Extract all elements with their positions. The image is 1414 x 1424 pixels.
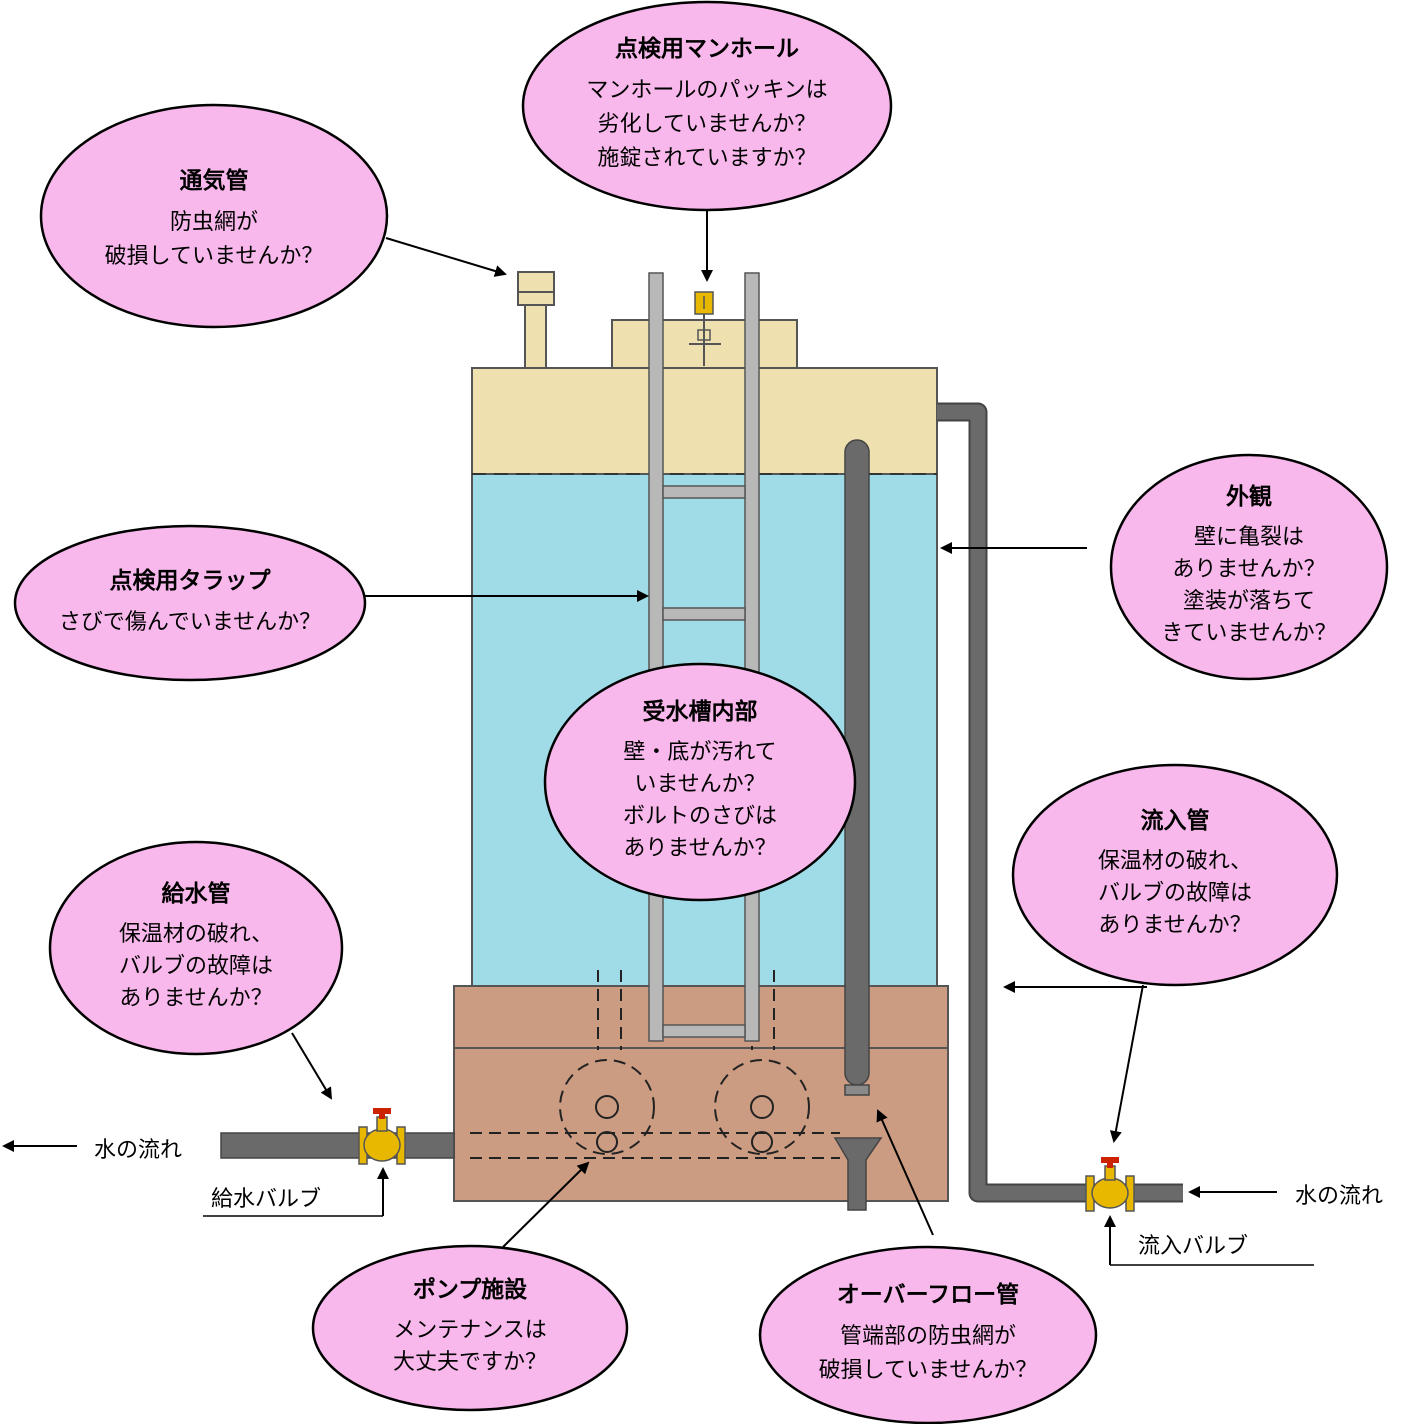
base-upper bbox=[453, 985, 949, 1049]
interior-bubble bbox=[543, 662, 857, 902]
vent-cap bbox=[517, 271, 555, 306]
inflow-title: 流入管 bbox=[1140, 808, 1210, 835]
overflow-line-1: 管端部の防虫網が bbox=[839, 1323, 1016, 1349]
overflow-text: 管端部の防虫網が 破損していませんか？ bbox=[819, 1320, 1038, 1388]
interior-line-2: いませんか？ bbox=[634, 771, 766, 797]
vent-title: 通気管 bbox=[179, 168, 249, 195]
inflow-line-3: ありませんか？ bbox=[1098, 912, 1252, 938]
interior-line-3: ボルトのさびは bbox=[622, 803, 777, 829]
vent-text: 防虫網が 破損していませんか？ bbox=[105, 206, 324, 274]
pump-line-2: 大丈夫ですか？ bbox=[392, 1349, 547, 1375]
interior-line-1: 壁・底が汚れて bbox=[623, 740, 777, 766]
supply-valve-label: 給水バルブ bbox=[211, 1187, 322, 1212]
supply-title: 給水管 bbox=[161, 881, 231, 908]
interior-line-4: ありませんか？ bbox=[623, 835, 777, 861]
inflow-callout: 流入管 保温材の破れ、 バルブの故障は ありませんか？ bbox=[1013, 765, 1337, 985]
overflow-line-2: 破損していませんか？ bbox=[818, 1357, 1038, 1383]
exterior-callout: 外観 壁に亀裂は ありませんか？ 塗装が落ちて きていませんか？ bbox=[1111, 455, 1387, 679]
inflow-pipe bbox=[937, 402, 1183, 1203]
ladder-title: 点検用タラップ bbox=[109, 568, 271, 595]
flow-label-right: 水の流れ bbox=[1295, 1184, 1384, 1209]
manhole-line-2: 劣化していませんか？ bbox=[597, 111, 817, 137]
inflow-line-2: バルブの故障は bbox=[1097, 880, 1252, 906]
interior-text: 壁・底が汚れて いませんか？ ボルトのさびは ありませんか？ bbox=[623, 737, 777, 865]
vent-callout: 通気管 防虫網が 破損していませんか？ bbox=[41, 110, 387, 332]
overflow-title: オーバーフロー管 bbox=[836, 1282, 1020, 1309]
exterior-line-1: 壁に亀裂は bbox=[1193, 525, 1304, 551]
inflow-text: 保温材の破れ、 バルブの故障は ありませんか？ bbox=[1098, 846, 1252, 942]
supply-text: 保温材の破れ、 バルブの故障は ありませんか？ bbox=[119, 919, 273, 1015]
inflow-valve-label: 流入バルブ bbox=[1138, 1234, 1249, 1259]
inflow-line-1: 保温材の破れ、 bbox=[1097, 848, 1253, 874]
vent-bubble bbox=[39, 103, 389, 329]
supply-line-2: バルブの故障は bbox=[118, 953, 273, 979]
inflow-bubble bbox=[1011, 763, 1339, 987]
supply-pipe bbox=[220, 1132, 455, 1159]
tank-base bbox=[453, 970, 949, 1202]
exterior-line-4: きていませんか？ bbox=[1161, 620, 1337, 646]
supply-valve bbox=[358, 1108, 406, 1165]
exterior-title: 外観 bbox=[1226, 484, 1272, 511]
pump-callout: ポンプ施設 メンテナンスは 大丈夫ですか？ bbox=[313, 1246, 627, 1410]
overflow-callout: オーバーフロー管 管端部の防虫網が 破損していませんか？ bbox=[760, 1247, 1096, 1423]
interior-title: 受水槽内部 bbox=[642, 699, 758, 726]
overflow-pipe bbox=[833, 439, 883, 1211]
exterior-line-3: 塗装が落ちて bbox=[1182, 588, 1315, 614]
vent-pipe bbox=[524, 302, 547, 369]
manhole-callout: 点検用マンホール マンホールのパッキンは 劣化していませんか？ 施錠されています… bbox=[523, 2, 891, 210]
pump-text: メンテナンスは 大丈夫ですか？ bbox=[393, 1315, 547, 1379]
pump-impellers bbox=[595, 1095, 774, 1153]
exterior-line-2: ありませんか？ bbox=[1172, 556, 1326, 582]
interior-callout: 受水槽内部 壁・底が汚れて いませんか？ ボルトのさびは ありませんか？ bbox=[545, 664, 855, 900]
manhole-line-1: マンホールのパッキンは bbox=[586, 77, 828, 103]
supply-bubble bbox=[48, 840, 344, 1056]
supply-line-3: ありませんか？ bbox=[119, 985, 273, 1011]
exterior-text: 壁に亀裂は ありませんか？ 塗装が落ちて きていませんか？ bbox=[1161, 522, 1336, 650]
base-lower bbox=[453, 1047, 949, 1202]
ladder-line-1: さびで傷んでいませんか？ bbox=[58, 609, 322, 635]
exterior-bubble bbox=[1109, 453, 1389, 681]
ladder-callout: 点検用タラップ さびで傷んでいませんか？ bbox=[15, 527, 365, 681]
leader-arrows bbox=[2, 210, 1277, 1265]
callout-bubbles bbox=[13, 0, 1389, 1424]
pump-bubble bbox=[311, 1244, 629, 1412]
manhole-text: マンホールのパッキンは 劣化していませんか？ 施錠されていますか？ bbox=[586, 74, 827, 176]
pump-line-1: メンテナンスは bbox=[393, 1317, 547, 1343]
manhole-line-3: 施錠されていますか？ bbox=[597, 145, 817, 171]
supply-line-1: 保温材の破れ、 bbox=[118, 921, 274, 947]
manhole-lock bbox=[689, 291, 721, 366]
inflow-valve bbox=[1085, 1157, 1135, 1212]
overflow-bubble bbox=[758, 1245, 1098, 1424]
manhole-title: 点検用マンホール bbox=[615, 36, 799, 63]
flow-label-left: 水の流れ bbox=[94, 1138, 183, 1163]
label-underlines bbox=[203, 1215, 1314, 1266]
ladder-bubble bbox=[13, 524, 367, 682]
ladder-text: さびで傷んでいませんか？ bbox=[59, 606, 321, 640]
supply-callout: 給水管 保温材の破れ、 バルブの故障は ありませんか？ bbox=[50, 842, 342, 1054]
vent-line-1: 防虫網が bbox=[169, 209, 258, 235]
vent-line-2: 破損していませんか？ bbox=[104, 243, 324, 269]
pump-title: ポンプ施設 bbox=[412, 1277, 528, 1304]
